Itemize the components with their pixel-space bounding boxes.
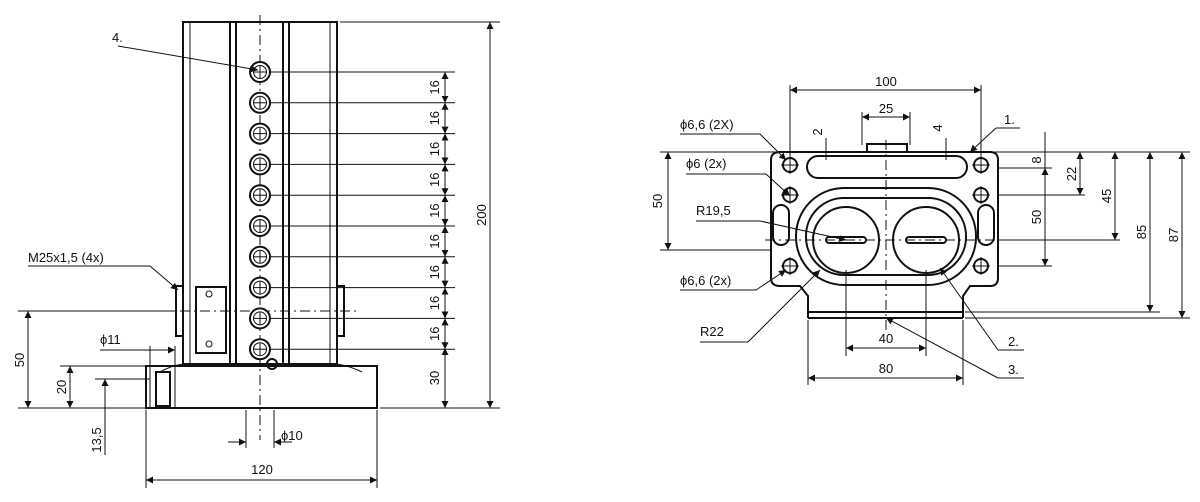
dim-16: 16	[427, 142, 442, 156]
part-label-3: 3.	[1008, 362, 1019, 377]
mounting-plate	[770, 151, 999, 313]
thread-label: M25x1,5 (4x)	[28, 250, 104, 265]
dim-50-right: 50	[1029, 210, 1044, 224]
dim-22: 22	[1064, 167, 1079, 181]
dim-50-left: 50	[650, 194, 665, 208]
dim-30: 30	[427, 371, 442, 385]
mounting-hole	[972, 186, 990, 204]
dim-85: 85	[1134, 225, 1149, 239]
dim-45: 45	[1099, 189, 1114, 203]
connector-block	[195, 286, 227, 354]
dim-16: 16	[427, 111, 442, 125]
dim-25: 25	[879, 101, 893, 116]
mounting-hole	[781, 257, 799, 275]
dim-8: 8	[1029, 156, 1044, 163]
dim-80: 80	[879, 361, 893, 376]
dim-r22: R22	[700, 324, 724, 339]
dim-16: 16	[427, 327, 442, 341]
hole	[249, 122, 271, 145]
dim-16: 16	[427, 80, 442, 94]
hole	[249, 61, 271, 83]
mounting-hole	[972, 257, 990, 275]
slot-right	[977, 204, 995, 246]
hole-row	[249, 61, 278, 370]
hole	[249, 215, 271, 237]
hole	[249, 276, 271, 299]
extension-lines	[270, 71, 455, 350]
dim-r19-5: R19,5	[696, 203, 731, 218]
hole	[249, 307, 271, 330]
dim-16: 16	[427, 234, 442, 248]
dim-16: 16	[427, 173, 442, 187]
dim-87: 87	[1166, 228, 1181, 242]
slot-top	[806, 155, 968, 179]
dim-dia-10: ϕ10	[281, 428, 303, 443]
part-label-2: 2.	[1008, 334, 1019, 349]
dim-4: 4	[930, 124, 945, 131]
hole	[249, 91, 271, 114]
dim-2: 2	[810, 128, 825, 135]
top-view: 100 25 2 4 1. ϕ6,6 (2X) ϕ6 (2x) R19,5 ϕ6…	[650, 74, 1190, 385]
dim-16: 16	[427, 203, 442, 217]
part-label-1: 1.	[1004, 112, 1015, 127]
dim-100: 100	[875, 74, 897, 89]
mounting-hole	[781, 186, 799, 204]
slot-left	[772, 204, 790, 246]
hole	[249, 245, 271, 268]
dim-dia-6-6-top: ϕ6,6 (2X)	[680, 117, 734, 132]
dim-20: 20	[54, 380, 69, 394]
dim-dia-6: ϕ6 (2x)	[686, 156, 727, 171]
hole	[249, 338, 271, 361]
dim-dia-6-6-bottom: ϕ6,6 (2x)	[680, 273, 731, 288]
hole	[249, 153, 271, 176]
corner-holes	[781, 156, 990, 275]
dim-dia-11: ϕ11	[100, 332, 121, 347]
dim-50-left: 50	[12, 353, 27, 367]
dim-13-5: 13,5	[89, 427, 104, 452]
dim-40: 40	[879, 331, 893, 346]
hole	[249, 184, 271, 207]
dim-16: 16	[427, 265, 442, 279]
base-plate	[145, 365, 378, 409]
base-hole	[266, 358, 278, 370]
dim-120: 120	[251, 462, 273, 477]
dim-200: 200	[474, 204, 489, 226]
part-label-4: 4.	[112, 30, 123, 45]
dim-16: 16	[427, 296, 442, 310]
spacing-dimensions: 16 16 16 16 16 16 16 16 16	[427, 72, 449, 350]
